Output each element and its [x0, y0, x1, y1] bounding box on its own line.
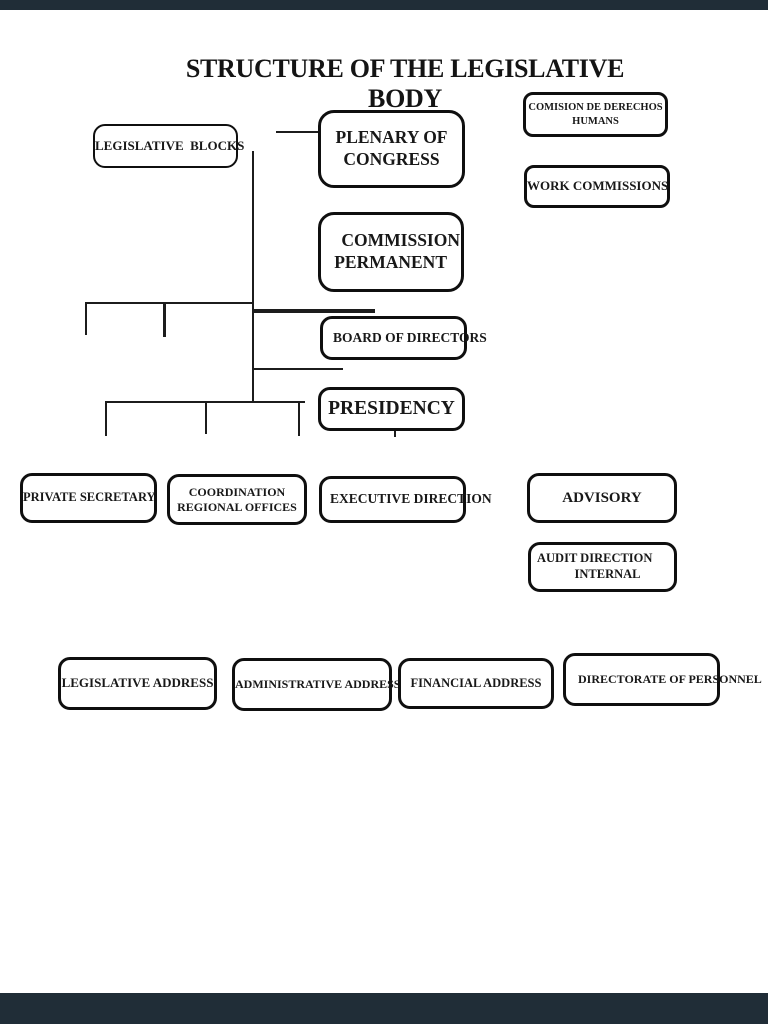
connector-bottom-tick-3	[298, 401, 300, 436]
node-coordination-regional-offices: COORDINATION REGIONAL OFFICES	[167, 474, 307, 525]
letterbox-bottom-bar	[0, 993, 768, 1024]
node-advisory: ADVISORY	[527, 473, 677, 523]
connector-main-trunk	[252, 151, 254, 403]
node-administrative-address: ADMINISTRATIVE ADDRESS	[232, 658, 401, 711]
node-directorate-of-personnel: DIRECTORATE OF PERSONNEL	[563, 653, 762, 706]
node-label-line2: REGIONAL OFFICES	[177, 499, 297, 514]
connector-presidency	[253, 368, 343, 370]
node-label: BOARD OF DIRECTORS	[333, 329, 487, 345]
connector-board	[253, 309, 375, 313]
node-work-commissions: WORK COMMISSIONS	[524, 165, 670, 208]
node-label-line2: CONGRESS	[343, 149, 440, 169]
connector-left-branch	[85, 302, 254, 304]
node-label: PRESIDENCY	[328, 397, 455, 419]
node-label-line2: HUMANS	[572, 115, 619, 127]
node-commission-permanent: COMMISSION PERMANENT	[318, 212, 464, 292]
node-label-line1: PLENARY OF	[335, 127, 448, 148]
node-label: FINANCIAL ADDRESS	[410, 675, 542, 690]
node-presidency: PRESIDENCY	[318, 387, 465, 431]
node-label-line2: PERMANENT	[334, 252, 447, 272]
connector-bottom-tick-1	[105, 401, 107, 436]
node-label: WORK COMMISSIONS	[527, 178, 669, 194]
node-label-line1: COMISION DE DERECHOS	[528, 102, 663, 114]
node-private-secretary: PRIVATE SECRETARY	[20, 473, 157, 523]
node-label: LEGISLATIVE ADDRESS	[61, 675, 214, 691]
node-financial-address: FINANCIAL ADDRESS	[398, 658, 554, 709]
node-label: LEGISLATIVE BLOCKS	[95, 137, 245, 153]
node-label: EXECUTIVE DIRECTION	[330, 491, 492, 507]
node-board-of-directors: BOARD OF DIRECTORS	[320, 316, 487, 360]
connector-plenary	[276, 131, 320, 133]
node-legislative-blocks: LEGISLATIVE BLOCKS	[93, 124, 245, 168]
connector-left-tick-1	[85, 302, 87, 335]
node-executive-direction: EXECUTIVE DIRECTION	[319, 476, 492, 523]
node-comision-de-derechos-humans: COMISION DE DERECHOS HUMANS	[523, 92, 668, 137]
node-label: DIRECTORATE OF PERSONNEL	[578, 672, 762, 686]
node-label-line1: COMMISSION	[341, 230, 460, 251]
node-label: ADMINISTRATIVE ADDRESS	[235, 677, 401, 691]
node-plenary-of-congress: PLENARY OF CONGRESS	[318, 110, 465, 188]
node-audit-direction-internal: AUDIT DIRECTION INTERNAL	[528, 542, 677, 592]
node-legislative-address: LEGISLATIVE ADDRESS	[58, 657, 217, 710]
page-title: STRUCTURE OF THE LEGISLATIVE BODY	[185, 54, 625, 113]
letterbox-top-bar	[0, 0, 768, 10]
node-label: PRIVATE SECRETARY	[23, 490, 156, 505]
connector-bottom-tick-2	[205, 401, 207, 434]
connector-left-tick-2	[163, 302, 166, 337]
node-label-line1: COORDINATION	[188, 484, 286, 499]
node-label-line2: INTERNAL	[574, 567, 641, 581]
connector-presidency-bottom-tick	[394, 429, 396, 437]
node-label: ADVISORY	[562, 489, 642, 506]
node-label-line1: AUDIT DIRECTION	[537, 551, 653, 566]
